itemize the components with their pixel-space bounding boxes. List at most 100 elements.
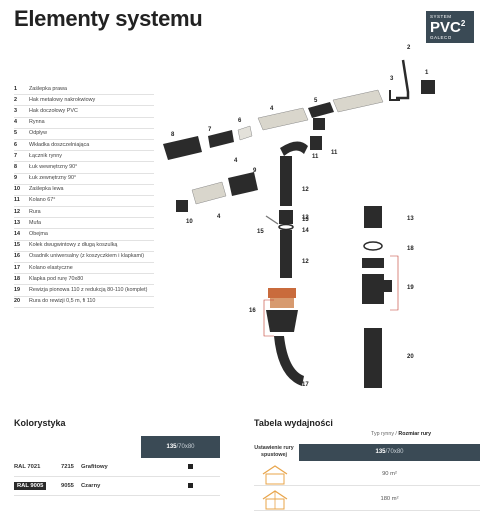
callout-number: 9 — [253, 168, 257, 174]
gutter-connector-icon — [208, 130, 234, 148]
callout-number: 11 — [312, 154, 319, 160]
capacity-row: 90 m² — [254, 462, 480, 486]
elbow-icon — [280, 136, 322, 156]
color-row: RAL 9005 9055 Czarny — [14, 477, 220, 496]
availability-mark — [188, 483, 193, 488]
legend-number: 2 — [14, 96, 17, 103]
legend-label: Rura — [29, 208, 41, 215]
ral-code: RAL 7021 — [14, 464, 41, 470]
legend-label: Hak doczołowy PVC — [29, 107, 78, 114]
legend-number: 11 — [14, 197, 20, 204]
downpipe-position-label: Ustawienie rury spustowej — [254, 445, 294, 458]
legend-number: 13 — [14, 219, 20, 226]
badge-bottom: GALECO — [430, 35, 452, 40]
system-diagram — [163, 59, 435, 388]
colors-title: Kolorystyka — [14, 418, 66, 428]
socket-icon — [364, 206, 382, 228]
badge-top: SYSTEM — [430, 14, 452, 19]
capacity-row: 180 m² — [254, 487, 480, 511]
legend-number: 7 — [14, 152, 17, 159]
legend-label: Rewizja pionowa 110 z redukcją 80-110 (k… — [29, 286, 148, 293]
legend-label: Mufa — [29, 219, 41, 226]
legend-number: 14 — [14, 231, 20, 238]
legend-label: Rynna — [29, 119, 45, 126]
roof-one-side-icon — [262, 465, 288, 485]
callout-number: 8 — [171, 132, 175, 138]
capacity-value: 90 m² — [382, 471, 397, 477]
legend-label: Odpływ — [29, 130, 47, 137]
legend-number: 1 — [14, 85, 17, 92]
color-number: 7215 — [61, 464, 74, 470]
hook-icon — [396, 59, 410, 100]
legend-number: 5 — [14, 130, 17, 137]
callout-number: 12 — [302, 259, 309, 265]
color-name: Czarny — [81, 483, 101, 489]
legend-number: 17 — [14, 264, 20, 271]
capacity-title: Tabela wydajności — [254, 418, 333, 428]
legend-number: 3 — [14, 107, 17, 114]
inner-corner-icon — [163, 136, 202, 160]
legend-number: 16 — [14, 253, 20, 260]
callout-number: 12 — [302, 215, 309, 221]
pipe-icon — [280, 156, 292, 278]
flexible-elbow-icon — [274, 336, 304, 386]
legend-label: Wkładka doszczelniająca — [29, 141, 90, 148]
left-end-cap-icon — [176, 200, 188, 212]
callout-number: 4 — [217, 214, 221, 220]
flap-icon — [363, 241, 383, 251]
legend-item: 5 Odpływ — [14, 129, 154, 140]
gutter-icon — [332, 89, 384, 113]
colors-table: 135/70x80 RAL 7021 7215 Grafitowy RAL 90… — [14, 436, 220, 496]
color-name: Grafitowy — [81, 464, 108, 470]
fascia-hook-icon — [389, 90, 400, 101]
legend-number: 15 — [14, 242, 20, 249]
callout-number: 11 — [331, 150, 338, 156]
legend-item: 14 Obejma — [14, 229, 154, 241]
callout-number: 12 — [302, 187, 309, 193]
callout-number: 19 — [407, 285, 414, 291]
rain-trap-icon — [266, 288, 298, 332]
legend-label: Zaślepka lewa — [29, 186, 64, 193]
callout-number: 4 — [234, 158, 238, 164]
legend-item: 11 Kolano 67° — [14, 196, 154, 208]
revision-pipe-icon — [364, 328, 382, 388]
ral-code: RAL 9005 — [14, 482, 47, 490]
availability-mark — [188, 464, 193, 469]
legend-item: 13 Mufa — [14, 218, 154, 230]
sealing-insert-icon — [237, 125, 253, 141]
capacity-subheader: Typ rynny / Rozmiar rury — [371, 431, 432, 437]
callout-number: 1 — [425, 70, 429, 76]
legend-label: Hak metalowy nakrokwiowy — [29, 96, 96, 103]
legend-label: Kolano 67° — [29, 197, 56, 204]
badge-main: PVC2 — [430, 19, 466, 36]
roof-two-sides-icon — [262, 490, 288, 510]
legend-label: Łącznik rynny — [29, 152, 62, 159]
legend-label: Kołek dwugwintowy z długą koszulką — [29, 242, 118, 249]
capacity-value: 180 m² — [380, 496, 399, 502]
revision-icon — [362, 258, 392, 304]
legend-number: 19 — [14, 286, 20, 293]
callout-number: 15 — [257, 229, 264, 235]
legend-item: 2 Hak metalowy nakrokwiowy — [14, 95, 154, 107]
legend-item: 15 Kołek dwugwintowy z długą koszulką — [14, 241, 154, 252]
legend-item: 7 Łącznik rynny — [14, 151, 154, 163]
legend-label: Obejma — [29, 231, 48, 238]
callout-number: 13 — [407, 216, 414, 222]
legend-number: 20 — [14, 298, 20, 305]
clamp-icon — [278, 223, 294, 231]
gutter-icon — [191, 181, 227, 205]
callout-number: 13 — [302, 217, 309, 223]
callout-number: 2 — [407, 45, 411, 51]
gutter-icon — [257, 107, 309, 131]
